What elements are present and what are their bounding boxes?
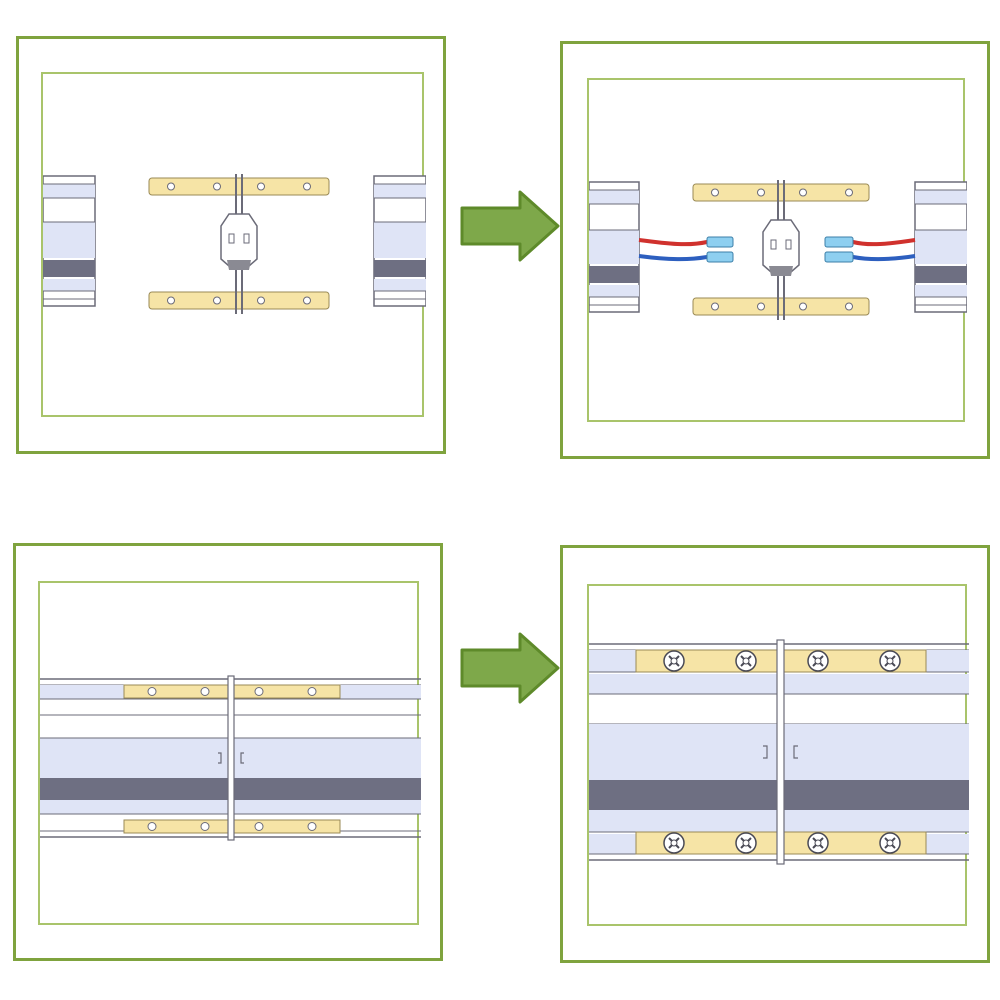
diagram-step-3 [40,675,421,841]
panel-step-1-inner [41,72,426,417]
wires-left [638,236,734,263]
connector-bridge [218,675,244,841]
panel-step-4-inner [587,584,969,926]
strip-end-right [373,175,426,307]
connector-plate-bottom [148,291,330,310]
connector-bridge [762,180,800,320]
strip-end-left [589,181,640,313]
panel-step-4 [560,545,990,963]
diagram-step-4 [589,639,969,865]
wires-right [824,236,916,263]
connector-plate-bottom [692,297,870,316]
diagram-step-1 [43,174,426,314]
panel-step-3 [13,543,443,961]
connector-bridge [220,174,258,314]
diagram-step-2 [589,180,967,320]
panel-step-1 [16,36,446,454]
strip-end-left [43,175,96,307]
panel-step-2-inner [587,78,967,422]
connector-plate-top [148,177,330,196]
right-arrow-icon [460,632,560,704]
connector-plate-top [692,183,870,202]
panel-step-2 [560,41,990,459]
panel-step-3-inner [38,581,421,925]
strip-end-right [914,181,967,313]
right-arrow-icon [460,190,560,262]
screw-icon [663,650,901,854]
connector-bridge [763,639,798,865]
